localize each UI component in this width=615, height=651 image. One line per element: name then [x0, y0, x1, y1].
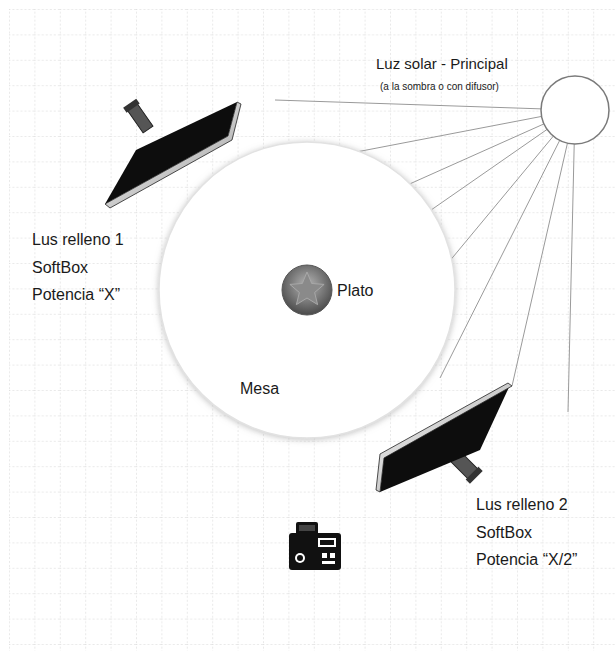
node-note: SoftBox [476, 524, 532, 542]
node-note: Potencia “X/2” [476, 551, 577, 569]
node-label: Lus relleno 1 [32, 231, 124, 249]
node-label: Plato [337, 282, 373, 300]
node-note: SoftBox [32, 259, 88, 277]
sun-circle: Luz solar - Principal(a la sombra o con … [540, 75, 610, 145]
light-ray [275, 100, 575, 110]
node-label: Lus relleno 2 [476, 496, 568, 514]
node-note: (a la sombra o con difusor) [380, 81, 499, 93]
light-ray [440, 110, 575, 378]
softbox-light-outline [376, 380, 516, 495]
node-label: Mesa [240, 380, 279, 398]
camera-icon [289, 522, 341, 570]
table-circle: Mesa Plato [157, 140, 457, 440]
plate-circle-outline [281, 264, 333, 316]
sun-circle-outline [540, 75, 610, 145]
node-label: Luz solar - Principal [376, 55, 508, 72]
light-ray [568, 110, 575, 412]
softbox-light-outline [100, 98, 242, 210]
plate-circle: Plato [281, 264, 333, 316]
light-ray [512, 110, 575, 386]
node-note: Potencia “X” [32, 286, 120, 304]
softbox-light: Lus relleno 1SoftBoxPotencia “X” [100, 98, 242, 210]
softbox-light: Lus relleno 2SoftBoxPotencia “X/2” [376, 380, 516, 495]
